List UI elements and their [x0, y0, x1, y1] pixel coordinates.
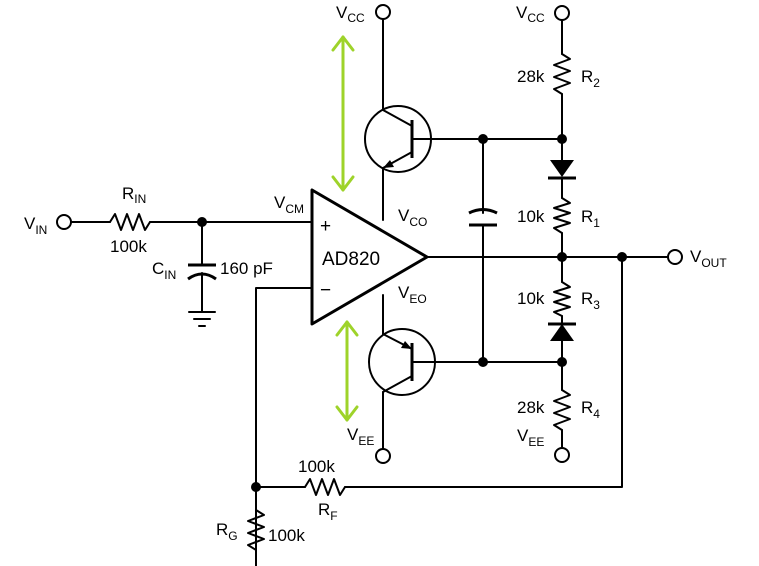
veo-label: VEO	[398, 283, 427, 306]
rin-resistor-icon	[109, 213, 151, 231]
opamp-plus-label: +	[320, 216, 331, 237]
double-arrow-icon-upper	[331, 35, 355, 192]
rg-label: RG	[216, 520, 238, 543]
rf-label: RF	[318, 500, 338, 523]
r4-resistor-icon	[553, 389, 571, 431]
npn-transistor-icon	[364, 105, 433, 173]
vee-right-terminal	[554, 447, 570, 463]
rg-value: 100k	[268, 526, 305, 545]
rin-value: 100k	[110, 237, 147, 256]
r3-value: 10k	[517, 289, 545, 308]
rf-value: 100k	[298, 457, 335, 476]
ground-icon	[188, 311, 216, 327]
vee-right-label: VEE	[517, 426, 544, 449]
r1-label: R1	[581, 207, 600, 230]
r2-value: 28k	[517, 67, 545, 86]
double-arrow-icon-lower	[335, 320, 359, 422]
vee-left-label: VEE	[347, 425, 374, 448]
r2-resistor-icon	[553, 53, 571, 95]
rg-resistor-icon	[247, 509, 265, 551]
vcc-right-terminal	[554, 5, 570, 21]
vcm-label: VCM	[274, 193, 304, 216]
vcc-right-label: VCC	[516, 3, 545, 25]
vcc-left-terminal	[375, 4, 391, 20]
opamp-minus-label: −	[320, 280, 331, 301]
cin-value: 160 pF	[220, 259, 273, 278]
r3-resistor-icon	[553, 281, 571, 317]
r1-resistor-icon	[553, 197, 571, 234]
vco-label: VCO	[398, 206, 427, 229]
vin-label: VIN	[24, 214, 47, 237]
vin-terminal	[56, 214, 72, 230]
rf-resistor-icon	[304, 478, 346, 496]
vout-label: VOUT	[690, 247, 727, 270]
r1-value: 10k	[517, 207, 545, 226]
base-capacitor-top	[468, 208, 498, 215]
vcc-left-label: VCC	[336, 3, 365, 25]
vee-left-terminal	[375, 448, 391, 464]
r4-label: R4	[581, 398, 600, 421]
r3-label: R3	[581, 289, 600, 312]
cin-label: CIN	[152, 259, 176, 282]
rin-label: RIN	[122, 184, 146, 206]
diode-top-icon	[548, 160, 576, 180]
feedback-node-dot	[251, 482, 261, 492]
r2-label: R2	[581, 67, 600, 90]
r4-value: 28k	[517, 398, 545, 417]
vout-terminal	[667, 249, 683, 265]
opamp-icon	[310, 188, 429, 326]
opamp-name: AD820	[322, 249, 380, 270]
diode-bottom-icon	[548, 322, 576, 341]
pnp-transistor-icon	[368, 328, 438, 396]
